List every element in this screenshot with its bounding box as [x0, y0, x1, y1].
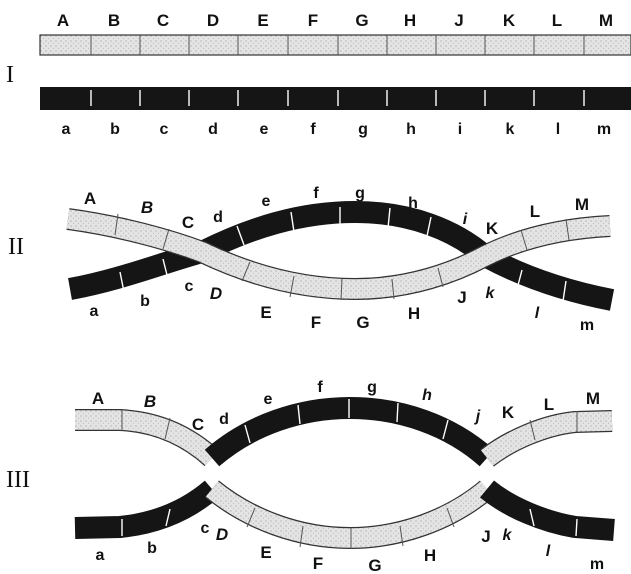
label-m: m	[597, 121, 611, 138]
p3-top-label-B: B	[144, 392, 156, 411]
panel-one-dark-labels: a b c d e f g h i k l m	[62, 121, 612, 138]
panel-one-dark-chromosome	[40, 87, 631, 110]
p3-top-label-A: A	[92, 389, 104, 408]
p2-bottom-label-l: l	[535, 305, 540, 322]
label-c: c	[160, 121, 169, 138]
p2-top-label-d: d	[213, 209, 223, 226]
p2-top-label-B: B	[141, 198, 153, 217]
panel-two-numeral: II	[8, 234, 24, 260]
label-b: b	[110, 121, 120, 138]
p3-bottom-label-E: E	[260, 543, 271, 562]
p3-bottom-label-F: F	[313, 554, 323, 573]
p2-top-label-h: h	[408, 195, 418, 212]
p3-bottom-label-b: b	[147, 540, 157, 557]
p3-top-label-M: M	[586, 389, 600, 408]
p3-bottom-label-m: m	[590, 556, 604, 573]
p2-bottom-label-m: m	[580, 317, 594, 334]
label-l: l	[556, 121, 560, 138]
p2-bottom-label-a: a	[90, 303, 99, 320]
p2-top-label-L: L	[530, 202, 540, 221]
p3-bottom-label-a: a	[96, 547, 105, 564]
label-C: C	[157, 11, 169, 30]
panel-three-bottom-light-valley-fill	[212, 489, 487, 538]
label-d: d	[208, 121, 218, 138]
label-G: G	[355, 11, 368, 30]
panel-one-numeral: I	[6, 62, 14, 88]
label-J: J	[454, 11, 463, 30]
label-H: H	[404, 11, 416, 30]
label-A: A	[57, 11, 69, 30]
p2-bottom-label-J: J	[457, 288, 466, 307]
p2-top-label-g: g	[355, 185, 365, 202]
label-F: F	[308, 11, 318, 30]
p3-bottom-label-H: H	[424, 546, 436, 565]
label-a: a	[62, 121, 71, 138]
label-i: i	[458, 121, 462, 138]
p3-top-label-f: f	[317, 379, 323, 396]
p2-top-label-M: M	[575, 195, 589, 214]
panel-two: II A B	[8, 185, 612, 334]
p2-bottom-label-k: k	[486, 285, 496, 302]
p3-top-label-g: g	[367, 379, 377, 396]
panel-one-light-labels: A B C D E F G H J K L M	[57, 11, 613, 30]
panel-three-bottom-dark-right	[487, 489, 614, 530]
p3-bottom-label-c: c	[201, 520, 210, 537]
label-L: L	[552, 11, 562, 30]
label-K: K	[503, 11, 516, 30]
label-g: g	[358, 121, 368, 138]
panel-one: I A B C D E F G H J K L M	[6, 11, 631, 138]
p3-bottom-label-l: l	[546, 543, 551, 560]
panel-three-bottom-dark-left	[75, 489, 212, 528]
panel-three: III	[6, 379, 614, 574]
p3-top-label-h: h	[422, 387, 432, 404]
p3-top-label-C: C	[192, 415, 204, 434]
label-h: h	[406, 121, 416, 138]
label-e: e	[260, 121, 269, 138]
p3-top-label-j: j	[474, 408, 481, 425]
p2-bottom-label-c: c	[185, 278, 194, 295]
p2-bottom-label-b: b	[140, 293, 150, 310]
p2-bottom-label-H: H	[408, 304, 420, 323]
p2-top-label-i: i	[463, 211, 468, 228]
label-M: M	[599, 11, 613, 30]
p3-bottom-label-J: J	[481, 527, 490, 546]
p3-top-label-L: L	[544, 395, 554, 414]
p3-bottom-label-k: k	[503, 527, 513, 544]
label-B: B	[108, 11, 120, 30]
p2-top-label-K: K	[486, 219, 499, 238]
p2-top-label-e: e	[262, 193, 271, 210]
p2-top-label-A: A	[84, 189, 96, 208]
label-E: E	[257, 11, 268, 30]
label-f: f	[310, 121, 316, 138]
p2-bottom-label-D: D	[210, 284, 222, 303]
label-k: k	[506, 121, 515, 138]
p2-bottom-label-F: F	[311, 313, 321, 332]
p2-bottom-label-E: E	[260, 303, 271, 322]
p3-bottom-label-D: D	[216, 525, 228, 544]
p3-top-label-e: e	[264, 391, 273, 408]
p2-top-label-C: C	[182, 213, 194, 232]
panel-three-numeral: III	[6, 467, 30, 493]
p3-top-label-d: d	[219, 411, 229, 428]
panel-three-top-light-right-fill	[487, 421, 612, 458]
p3-bottom-label-G: G	[368, 556, 381, 574]
panel-one-light-chromosome	[40, 35, 631, 55]
p3-top-label-K: K	[502, 403, 515, 422]
label-D: D	[207, 11, 219, 30]
p2-top-label-f: f	[313, 185, 319, 202]
p2-bottom-label-G: G	[356, 313, 369, 332]
